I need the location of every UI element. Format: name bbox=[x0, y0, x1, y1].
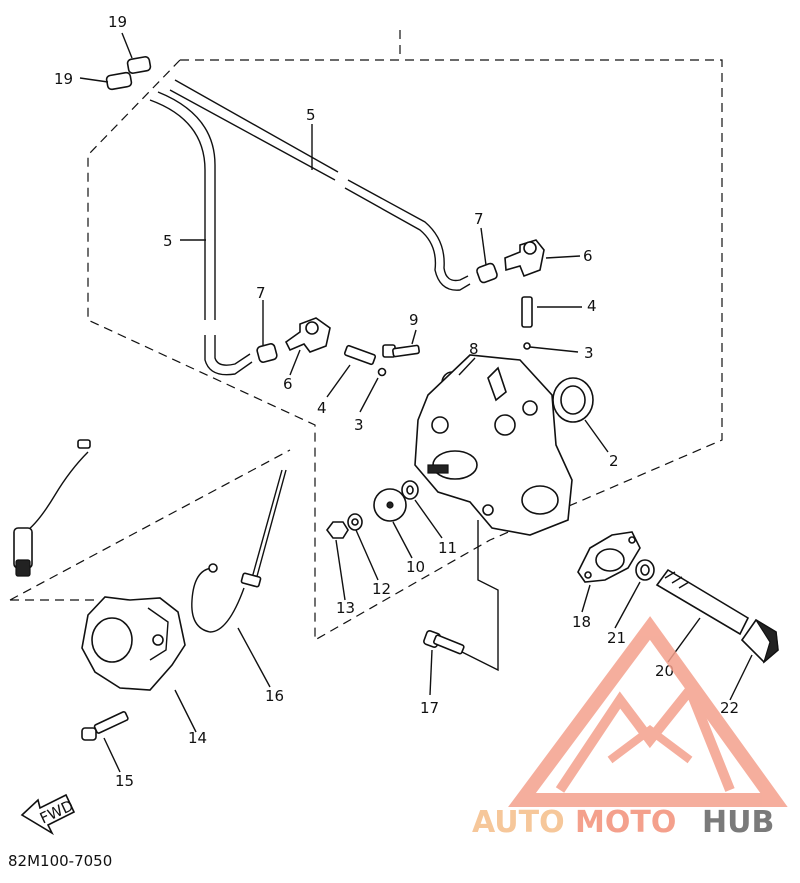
leader-lines bbox=[79, 32, 753, 773]
callout-12: 12 bbox=[372, 580, 391, 598]
callout-4-lower: 4 bbox=[317, 399, 327, 417]
pump-plate-10 bbox=[373, 488, 407, 522]
callout-6-upper: 6 bbox=[583, 247, 593, 265]
callout-9: 9 bbox=[409, 311, 419, 329]
callout-3-lower: 3 bbox=[354, 416, 364, 434]
callout-21: 21 bbox=[607, 629, 626, 647]
banjo-bolt-4-upper bbox=[521, 296, 533, 328]
lower-cover-boundary bbox=[9, 449, 291, 601]
callout-10: 10 bbox=[406, 558, 425, 576]
callout-8: 8 bbox=[469, 340, 479, 358]
bolt-9 bbox=[382, 344, 420, 358]
hose-cap-19-lower bbox=[105, 71, 133, 91]
hose-clip-7-upper bbox=[476, 262, 498, 284]
banjo-fitting-6-upper bbox=[504, 239, 545, 278]
pump-cable-16 bbox=[191, 469, 287, 633]
pump-cover-14 bbox=[81, 596, 186, 691]
catalog-code: 82M100-7050 bbox=[8, 852, 112, 870]
screw-15 bbox=[81, 711, 129, 741]
watermark-text: AUTO MOTO HUB bbox=[472, 805, 774, 840]
callout-17: 17 bbox=[420, 699, 439, 717]
callout-15: 15 bbox=[115, 772, 134, 790]
callout-3-upper: 3 bbox=[584, 344, 594, 362]
watermark-auto: AUTO bbox=[472, 805, 565, 840]
drive-shaft-20 bbox=[655, 568, 750, 636]
callout-5-top: 5 bbox=[306, 106, 316, 124]
oil-hose-top bbox=[169, 79, 471, 291]
oil-pump-body bbox=[414, 354, 573, 536]
washer-11 bbox=[401, 480, 419, 500]
washer-21 bbox=[635, 559, 655, 581]
callout-22: 22 bbox=[720, 699, 739, 717]
oil-hose-left bbox=[149, 91, 253, 376]
banjo-fitting-6-lower bbox=[284, 317, 331, 353]
callout-16: 16 bbox=[265, 687, 284, 705]
hose-cap-19-upper bbox=[126, 56, 152, 74]
callout-19-lower: 19 bbox=[54, 70, 73, 88]
callout-5-left: 5 bbox=[163, 232, 173, 250]
washer-3-lower bbox=[377, 367, 387, 377]
callout-7-upper: 7 bbox=[474, 210, 484, 228]
oil-seal-2 bbox=[552, 377, 594, 423]
callout-7-lower: 7 bbox=[256, 284, 266, 302]
collar-22 bbox=[740, 618, 779, 664]
forward-arrow-icon: FWD bbox=[20, 793, 76, 836]
callout-6-lower: 6 bbox=[283, 375, 293, 393]
washer-12 bbox=[347, 513, 363, 531]
banjo-bolt-4-lower bbox=[343, 344, 377, 366]
callout-14: 14 bbox=[188, 729, 207, 747]
callout-4-upper: 4 bbox=[587, 297, 597, 315]
callout-13: 13 bbox=[336, 599, 355, 617]
callout-2: 2 bbox=[609, 452, 619, 470]
watermark-moto: MOTO bbox=[575, 805, 676, 840]
hose-clip-7-lower bbox=[256, 343, 278, 363]
assembly-boundary bbox=[87, 59, 723, 642]
washer-3-upper bbox=[523, 342, 531, 350]
forward-badge-text: FWD bbox=[37, 796, 76, 827]
watermark-hub: HUB bbox=[702, 805, 774, 840]
nut-13 bbox=[326, 521, 349, 539]
gasket-18 bbox=[577, 531, 641, 583]
bolt-17 bbox=[423, 630, 465, 655]
callout-11: 11 bbox=[438, 539, 457, 557]
cable-end-left bbox=[13, 439, 91, 577]
callout-18: 18 bbox=[572, 613, 591, 631]
watermark-logo bbox=[508, 616, 788, 807]
callout-19-upper: 19 bbox=[108, 13, 127, 31]
